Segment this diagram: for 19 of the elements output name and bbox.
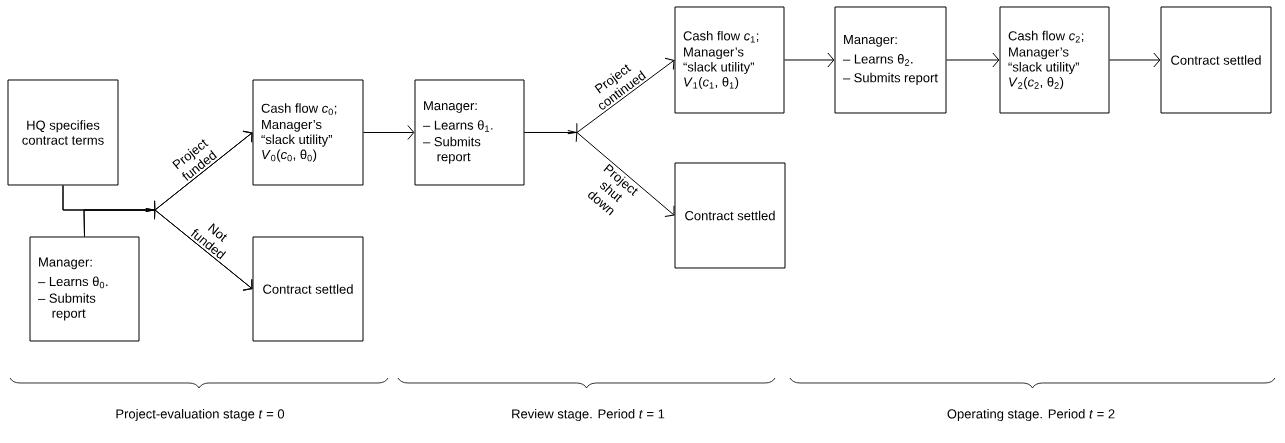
arrow xyxy=(83,200,253,291)
stage-label: Review stage. Period t = 1 xyxy=(512,408,665,422)
arrow xyxy=(1109,52,1161,68)
process-box: HQ specifies contract terms xyxy=(7,79,119,186)
process-box: Cash flow c$_{0}$; Manager’s “slack utility” V$_{0}$(c$_{0}$, θ$_{0}$) xyxy=(252,79,364,186)
stage-label: Project-evaluation stage t = 0 xyxy=(116,408,285,422)
process-box: Cash flow c$_{1}$; Manager’s “slack utility” V$_{1}$(c$_{1}$, θ$_{1}$) xyxy=(674,6,785,114)
process-box: Contract settled xyxy=(252,236,364,342)
process-box: Manager: – Learns θ$_{2}$. – Submits report xyxy=(834,6,947,114)
process-box: Contract settled xyxy=(1160,6,1272,114)
stage-label: Operating stage. Period t = 2 xyxy=(947,408,1115,422)
process-box: Contract settled xyxy=(674,162,786,269)
process-box: Manager: – Learns θ$_{0}$. – Submits report xyxy=(29,236,140,342)
arrow xyxy=(946,52,1000,68)
arrow xyxy=(524,122,675,217)
process-box: Manager: – Learns θ$_{1}$. – Submits report xyxy=(414,79,525,186)
arrow xyxy=(363,125,415,140)
process-box: Cash flow c$_{2}$; Manager’s “slack utility” V$_{2}$(c$_{2}$, θ$_{2}$) xyxy=(999,6,1110,114)
arrow xyxy=(784,52,835,68)
